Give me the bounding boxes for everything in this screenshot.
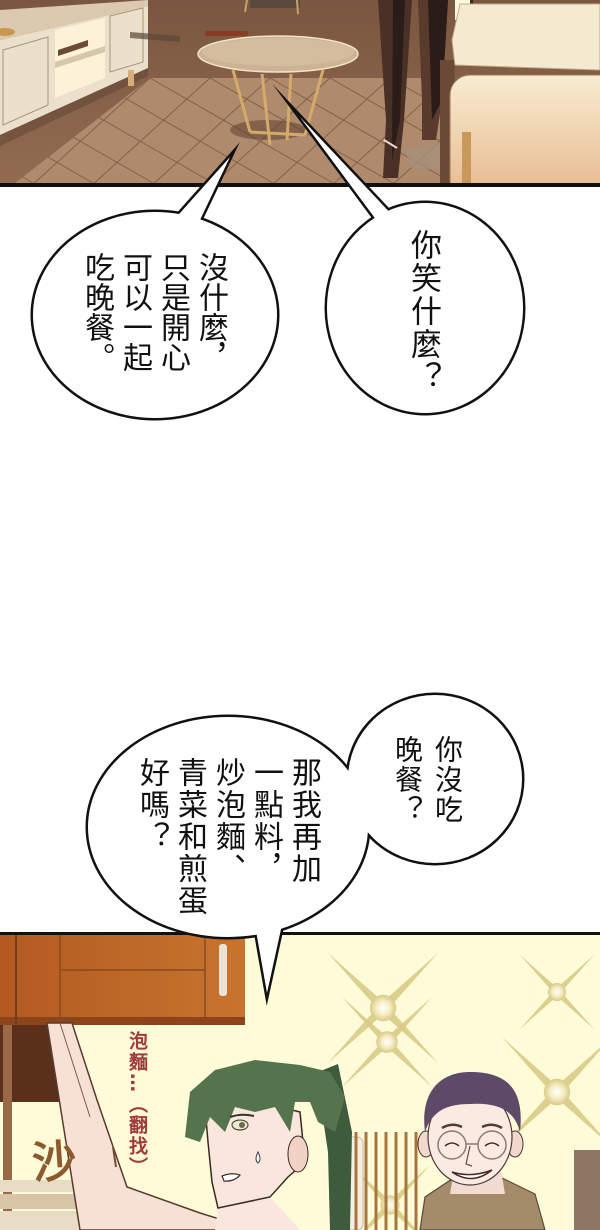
panel-living-room bbox=[0, 0, 600, 187]
living-room-illustration bbox=[0, 0, 600, 187]
dialogue-line: 炒泡麵、 bbox=[210, 757, 245, 885]
dialogue-line: 可以一起 bbox=[117, 252, 152, 372]
panel-kitchen bbox=[0, 932, 600, 1230]
bubble-a-text: 沒什麼， 只是開心 可以一起 吃晚餐。 bbox=[77, 252, 229, 372]
bubble-b-text: 你笑什麼？ bbox=[404, 229, 442, 394]
dialogue-line: 你笑什麼？ bbox=[405, 229, 441, 394]
dialogue-line: 那我再加 bbox=[286, 757, 321, 885]
dialogue-line: 沒什麼， bbox=[193, 252, 228, 372]
character-glasses-man bbox=[417, 1072, 546, 1230]
dialogue-line: 青菜和煎蛋 bbox=[172, 757, 207, 917]
dialogue-line: 你沒吃 bbox=[431, 735, 464, 825]
dialogue-line: 一點料， bbox=[248, 757, 283, 885]
character-green-hair bbox=[185, 1060, 352, 1230]
bubble-d-text: 那我再加 一點料， 炒泡麵、 青菜和煎蛋 好嗎？ bbox=[132, 757, 322, 917]
panel-border bbox=[0, 183, 600, 187]
box bbox=[574, 1150, 600, 1230]
sfx-rustle-text: 沙 bbox=[30, 1135, 79, 1190]
lower-shelves bbox=[0, 1025, 85, 1230]
panel-border bbox=[0, 932, 600, 935]
sofa bbox=[440, 0, 600, 187]
tv-cabinet bbox=[0, 0, 148, 146]
dialogue-line: 只是開心 bbox=[155, 252, 190, 372]
sfx-mutter-text: 泡麵…（翻找） bbox=[126, 1031, 148, 1178]
cabinet-handle bbox=[219, 944, 227, 996]
glasses-icon bbox=[437, 1130, 507, 1160]
dialogue-line: 吃晚餐。 bbox=[79, 252, 114, 372]
bubble-c-text: 你沒吃 晚餐？ bbox=[387, 735, 467, 825]
raised-arm bbox=[46, 1022, 256, 1230]
floor-shadow bbox=[130, 32, 180, 42]
sweat-drop-icon bbox=[255, 1150, 261, 1164]
wall-cabinet bbox=[0, 932, 245, 1025]
kitchen-illustration bbox=[0, 932, 600, 1230]
dialogue-line: 好嗎？ bbox=[134, 757, 169, 853]
dialogue-line: 晚餐？ bbox=[391, 735, 424, 825]
chair-legs bbox=[244, 0, 300, 15]
